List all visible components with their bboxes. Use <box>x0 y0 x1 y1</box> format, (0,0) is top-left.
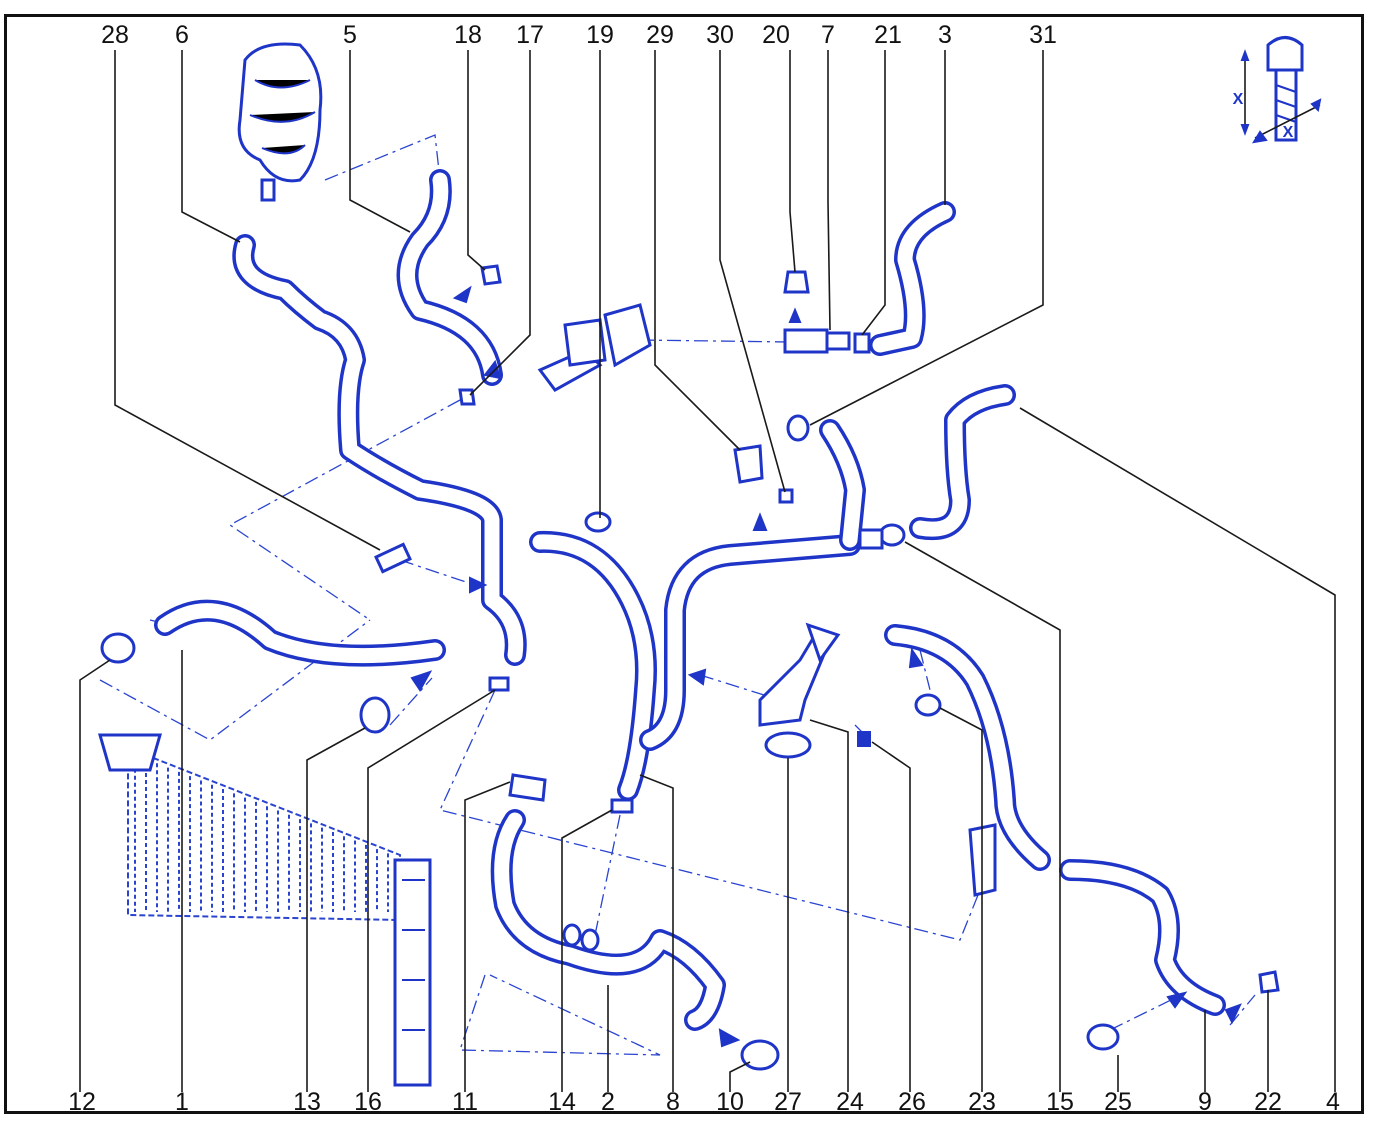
callout-1: 1 <box>175 1088 189 1116</box>
leader-lines <box>79 50 1336 1092</box>
callout-20: 20 <box>762 21 790 49</box>
callout-6: 6 <box>175 21 189 49</box>
callout-14: 14 <box>548 1088 576 1116</box>
callout-3: 3 <box>938 21 952 49</box>
callout-12: 12 <box>68 1088 96 1116</box>
callout-15: 15 <box>1046 1088 1074 1116</box>
callout-22: 22 <box>1254 1088 1282 1116</box>
callout-16: 16 <box>354 1088 382 1116</box>
bolt-dimension-inset <box>1240 36 1322 144</box>
radiator <box>98 733 432 1087</box>
callout-8: 8 <box>666 1088 680 1116</box>
callout-21: 21 <box>874 21 902 49</box>
callout-11: 11 <box>452 1088 478 1116</box>
hoses <box>154 169 1226 1031</box>
callout-19: 19 <box>586 21 614 49</box>
callout-28: 28 <box>101 21 129 49</box>
callout-25: 25 <box>1104 1088 1132 1116</box>
callout-24: 24 <box>836 1088 864 1116</box>
callout-4: 4 <box>1326 1088 1340 1116</box>
callout-23: 23 <box>968 1088 996 1116</box>
direction-arrows <box>410 285 1242 1048</box>
callout-29: 29 <box>646 21 674 49</box>
callout-9: 9 <box>1198 1088 1212 1116</box>
callout-18: 18 <box>454 21 482 49</box>
callout-7: 7 <box>821 21 835 49</box>
dimension-label-horizontal: X <box>1282 124 1294 141</box>
callout-10: 10 <box>716 1088 744 1116</box>
callout-2: 2 <box>601 1088 615 1116</box>
callout-30: 30 <box>706 21 734 49</box>
callout-31: 31 <box>1029 21 1057 49</box>
callout-26: 26 <box>898 1088 926 1116</box>
callout-17: 17 <box>516 21 544 49</box>
callout-5: 5 <box>343 21 357 49</box>
callout-27: 27 <box>774 1088 802 1116</box>
dimension-label-vertical: X <box>1232 91 1244 108</box>
callout-13: 13 <box>293 1088 321 1116</box>
